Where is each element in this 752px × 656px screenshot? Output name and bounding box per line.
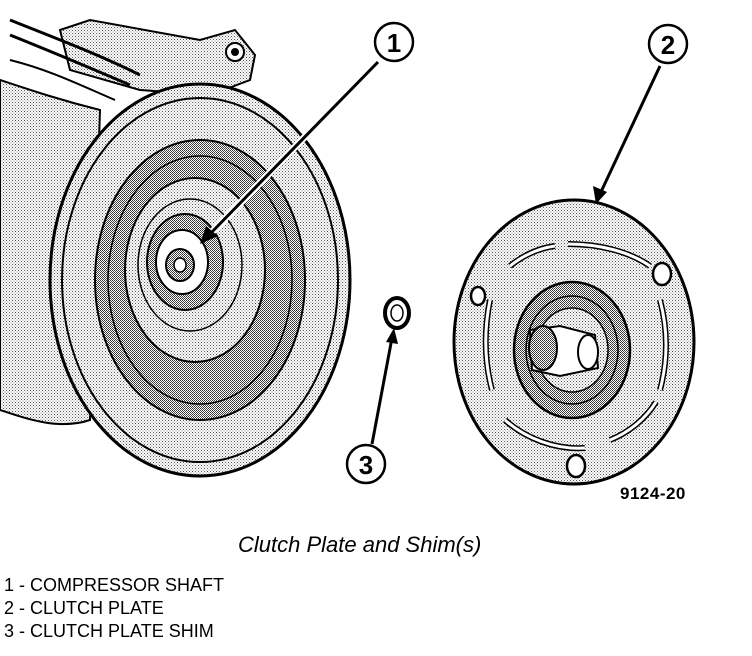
clutch-plate-illustration: 1 2 3 xyxy=(0,18,696,486)
clutch-plate xyxy=(452,198,696,486)
legend-item: 1 - COMPRESSOR SHAFT xyxy=(4,575,225,595)
callout-1-number: 1 xyxy=(387,28,401,58)
callout-3: 3 xyxy=(345,328,398,485)
callout-2-number: 2 xyxy=(661,30,675,60)
figure-caption: Clutch Plate and Shim(s) xyxy=(238,532,482,557)
clutch-plate-shim xyxy=(383,296,411,330)
callout-1: 1 xyxy=(200,21,415,244)
legend-item: 2 - CLUTCH PLATE xyxy=(4,598,164,618)
figure-id: 9124-20 xyxy=(620,484,686,503)
callout-3-number: 3 xyxy=(359,450,373,480)
compressor-assembly xyxy=(0,18,352,478)
callout-2: 2 xyxy=(593,23,689,204)
legend: 1 - COMPRESSOR SHAFT 2 - CLUTCH PLATE 3 … xyxy=(4,574,224,643)
legend-item: 3 - CLUTCH PLATE SHIM xyxy=(4,621,214,641)
